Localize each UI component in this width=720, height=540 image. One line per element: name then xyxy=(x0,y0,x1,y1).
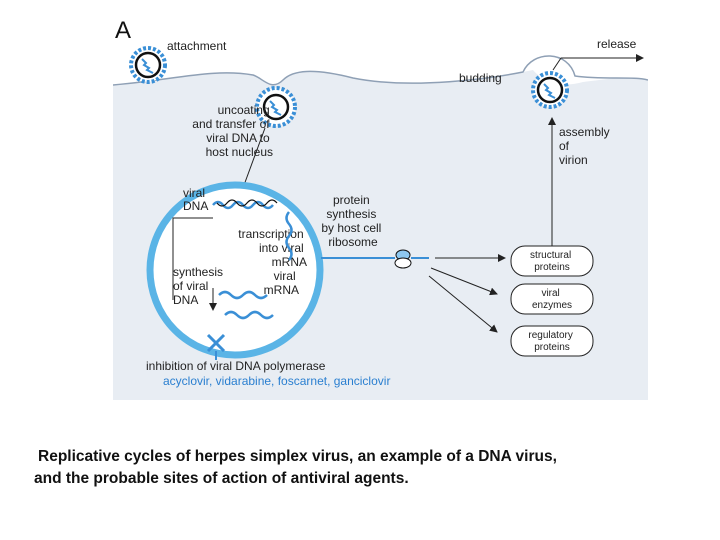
label-attachment: attachment xyxy=(167,39,227,53)
host-cell-membrane xyxy=(113,55,648,86)
host-nucleus xyxy=(146,181,324,359)
box-viral-enzymes xyxy=(510,283,594,315)
ribosome xyxy=(394,249,412,269)
label-assembly: assembly of virion xyxy=(559,125,613,167)
virion-uncoating xyxy=(255,86,297,128)
label-synthesis-dna: synthesis of viral DNA xyxy=(173,265,226,307)
label-structural-proteins: structural proteins xyxy=(530,250,574,273)
release-path xyxy=(552,57,562,71)
replicated-dna-strand-lower xyxy=(224,310,274,320)
label-viral-enzymes: viral enzymes xyxy=(532,288,572,311)
label-viral-mrna: viral mRNA xyxy=(264,269,299,297)
virion-budding xyxy=(531,71,569,109)
label-antiviral-drugs: acyclovir, vidarabine, foscarnet, gancic… xyxy=(163,374,390,388)
herpes-replication-diagram: A attachment release budding uncoating a… xyxy=(113,10,648,400)
caption-line-2: and the probable sites of action of anti… xyxy=(34,470,409,487)
label-viral-dna: viral DNA xyxy=(183,186,208,213)
transcription-bracket xyxy=(172,217,213,300)
label-uncoating: uncoating and transfer of viral DNA to h… xyxy=(192,103,273,159)
caption-line-1: Replicative cycles of herpes simplex vir… xyxy=(38,448,557,465)
label-protein-synthesis: protein synthesis by host cell ribosome xyxy=(321,193,384,249)
virion-attachment xyxy=(129,46,167,84)
label-release: release xyxy=(597,37,637,51)
mrna-strand-vertical xyxy=(285,211,293,261)
replicated-dna-strand xyxy=(218,290,268,300)
arrow-enzymes xyxy=(430,267,498,296)
viral-dna-strand-dark xyxy=(216,199,278,207)
panel-letter: A xyxy=(115,17,131,44)
figure-caption: Replicative cycles of herpes simplex vir… xyxy=(34,446,674,490)
label-budding: budding xyxy=(459,71,502,85)
label-regulatory-proteins: regulatory proteins xyxy=(528,330,575,353)
label-inhibition: inhibition of viral DNA polymerase xyxy=(146,359,326,373)
box-regulatory-proteins xyxy=(510,325,594,357)
inhibition-mark xyxy=(206,333,226,353)
viral-dna-strand xyxy=(212,200,274,210)
arrow-regulatory xyxy=(428,275,498,333)
